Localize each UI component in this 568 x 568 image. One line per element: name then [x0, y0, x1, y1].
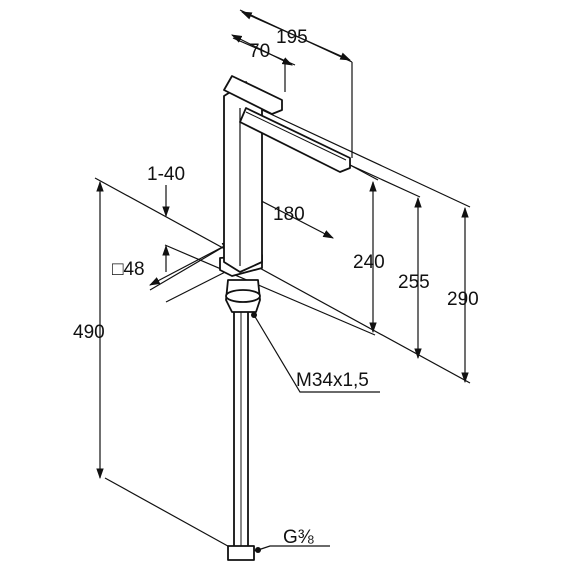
thread-label: M34x1,5: [296, 370, 369, 391]
faucet-body: [219, 75, 351, 561]
faucet-column: [223, 81, 263, 273]
dim-70-label: 70: [249, 41, 270, 62]
dim-290-label: 290: [447, 289, 479, 310]
spout-arm: [239, 107, 351, 173]
dim-255-label: 255: [398, 272, 430, 293]
connection-label: G⅜: [283, 527, 314, 548]
leader-lines: [251, 312, 380, 553]
dim-180-label: 180: [273, 204, 305, 225]
handle-lever: [223, 75, 283, 115]
dim-195-label: 195: [276, 27, 308, 48]
dim-1-40-label: 1-40: [147, 164, 185, 185]
dim-square-48-label: □48: [112, 259, 145, 280]
hose-end-fitting: [227, 545, 255, 561]
dim-490-label: 490: [73, 322, 105, 343]
dim-240-label: 240: [353, 252, 385, 273]
dimension-lines: [96, 11, 469, 480]
